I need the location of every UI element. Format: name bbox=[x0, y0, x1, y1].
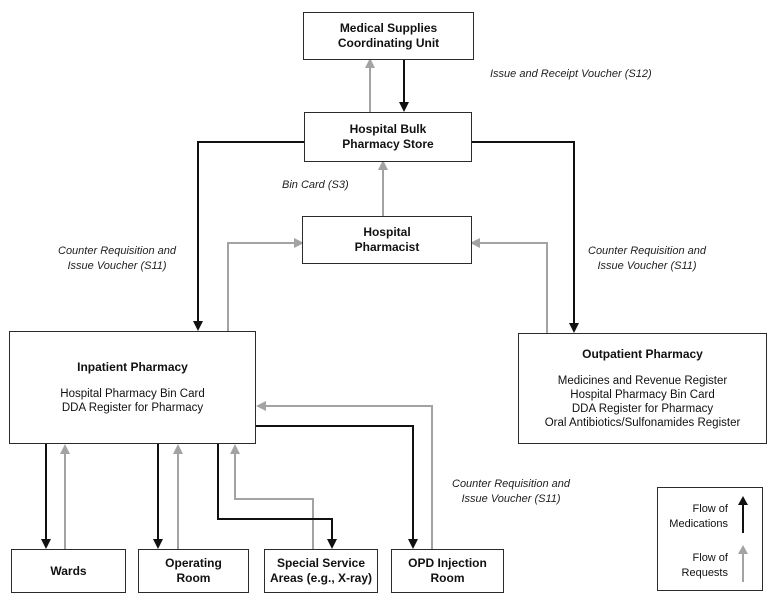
request-arrow-inpatient-to-pharmacist bbox=[227, 238, 304, 331]
legend-medications-arrow-icon bbox=[738, 496, 748, 533]
special-service-areas-title: Special Service Areas (e.g., X-ray) bbox=[269, 556, 373, 585]
label-bin-card: Bin Card (S3) bbox=[282, 179, 349, 191]
special-service-areas-box: Special Service Areas (e.g., X-ray) bbox=[264, 549, 378, 593]
hospital-bulk-pharmacy-store-title: Hospital Bulk Pharmacy Store bbox=[342, 122, 434, 151]
hospital-bulk-pharmacy-store-box: Hospital Bulk Pharmacy Store bbox=[304, 112, 472, 162]
legend-medications-label: Flow of Medications bbox=[669, 503, 728, 530]
medication-arrow-inpatient-to-special bbox=[217, 444, 337, 549]
outpatient-register-line: Oral Antibiotics/Sulfonamides Register bbox=[544, 417, 741, 429]
operating-room-box: Operating Room bbox=[138, 549, 249, 593]
wards-title: Wards bbox=[50, 563, 87, 578]
medication-arrow-bulk-to-outpatient bbox=[472, 141, 579, 333]
request-arrow-opd-to-inpatient bbox=[256, 401, 433, 549]
outpatient-pharmacy-box: Outpatient Pharmacy Medicines and Revenu… bbox=[518, 333, 767, 444]
outpatient-register-line: Medicines and Revenue Register bbox=[557, 375, 728, 387]
legend-requests-arrow-icon bbox=[738, 545, 748, 582]
inpatient-register-line: DDA Register for Pharmacy bbox=[61, 402, 204, 414]
opd-injection-room-title: OPD Injection Room bbox=[408, 556, 487, 585]
label-counter-requisition-right: Counter Requisition and Issue Voucher (S… bbox=[588, 245, 707, 272]
label-counter-requisition-bottom: Counter Requisition and Issue Voucher (S… bbox=[452, 478, 571, 505]
label-issue-receipt-voucher: Issue and Receipt Voucher (S12) bbox=[490, 68, 652, 80]
inpatient-pharmacy-registers: Hospital Pharmacy Bin Card DDA Register … bbox=[60, 387, 204, 415]
outpatient-pharmacy-registers: Medicines and Revenue Register Hospital … bbox=[545, 374, 741, 430]
request-arrow-special-to-inpatient bbox=[230, 444, 314, 549]
operating-room-title: Operating Room bbox=[165, 556, 222, 585]
legend-requests-label: Flow of Requests bbox=[681, 552, 728, 579]
outpatient-register-line: Hospital Pharmacy Bin Card bbox=[570, 389, 715, 401]
inpatient-pharmacy-box: Inpatient Pharmacy Hospital Pharmacy Bin… bbox=[9, 331, 256, 444]
medication-arrow-bulk-to-inpatient bbox=[193, 141, 304, 331]
outpatient-register-line: DDA Register for Pharmacy bbox=[571, 403, 714, 415]
inpatient-register-line: Hospital Pharmacy Bin Card bbox=[60, 388, 205, 400]
hospital-pharmacist-title: Hospital Pharmacist bbox=[354, 225, 420, 254]
legend: Flow of Medications Flow of Requests bbox=[657, 487, 763, 591]
opd-injection-room-box: OPD Injection Room bbox=[391, 549, 504, 593]
outpatient-pharmacy-title: Outpatient Pharmacy bbox=[582, 347, 703, 361]
medical-supplies-coordinating-unit-box: Medical Supplies Coordinating Unit bbox=[303, 12, 474, 60]
medication-arrow-inpatient-to-opd bbox=[256, 425, 418, 549]
label-counter-requisition-left: Counter Requisition and Issue Voucher (S… bbox=[58, 245, 177, 272]
medical-supplies-coordinating-unit-title: Medical Supplies Coordinating Unit bbox=[337, 21, 440, 50]
inpatient-pharmacy-title: Inpatient Pharmacy bbox=[77, 360, 188, 374]
wards-box: Wards bbox=[11, 549, 126, 593]
hospital-pharmacist-box: Hospital Pharmacist bbox=[302, 216, 472, 264]
request-arrow-outpatient-to-pharmacist bbox=[470, 238, 548, 333]
